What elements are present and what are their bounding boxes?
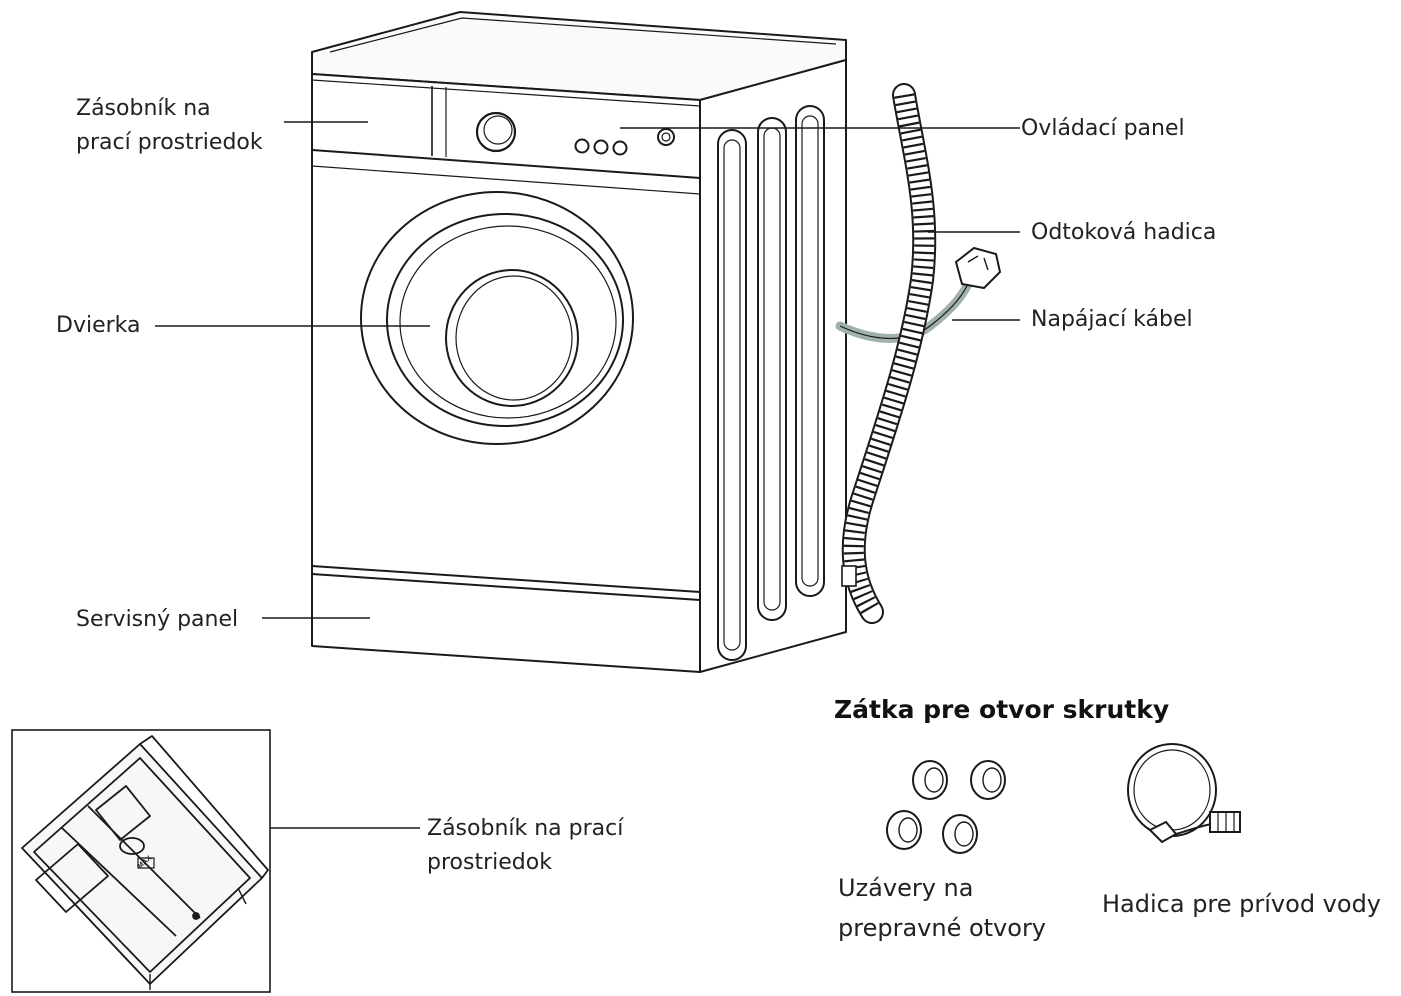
label-control-panel: Ovládací panel: [1021, 116, 1185, 141]
button-1: [574, 138, 590, 154]
label-drain-hose: Odtoková hadica: [1031, 220, 1217, 245]
cap-1: [912, 760, 948, 800]
cap-4: [942, 814, 978, 854]
power-button: [657, 128, 675, 146]
label-service-panel: Servisný panel: [76, 607, 239, 632]
label-detergent-drawer-line1: Zásobník na: [76, 96, 211, 121]
door: [360, 191, 634, 445]
button-2: [593, 139, 609, 155]
program-knob: [475, 111, 517, 153]
side-ribs: [717, 105, 825, 661]
label-inlet-hose: Hadica pre prívod vody: [1102, 890, 1381, 918]
cap-3: [886, 810, 922, 850]
drawer-detail-drawing: [21, 735, 269, 990]
label-power-cable: Napájací kábel: [1031, 307, 1193, 332]
drain-hose: [841, 83, 937, 624]
label-drawer-detail-line1: Zásobník na prací: [427, 816, 624, 841]
machine-side: [699, 59, 847, 673]
label-bolt-plug-title: Zátka pre otvor skrutky: [834, 695, 1170, 724]
label-transport-caps-line2: prepravné otvory: [838, 914, 1047, 942]
button-3: [612, 140, 628, 156]
inlet-hose-drawing: [1127, 743, 1241, 844]
power-plug: [954, 246, 1002, 290]
cap-2: [970, 760, 1006, 800]
label-door: Dvierka: [56, 313, 141, 338]
label-detergent-drawer-line2: prací prostriedok: [76, 130, 263, 155]
label-drawer-detail-line2: prostriedok: [427, 850, 552, 875]
label-transport-caps-line1: Uzávery na: [838, 874, 974, 902]
washing-machine: [311, 11, 847, 673]
service-panel: [311, 565, 701, 601]
transport-caps: [886, 760, 1006, 854]
